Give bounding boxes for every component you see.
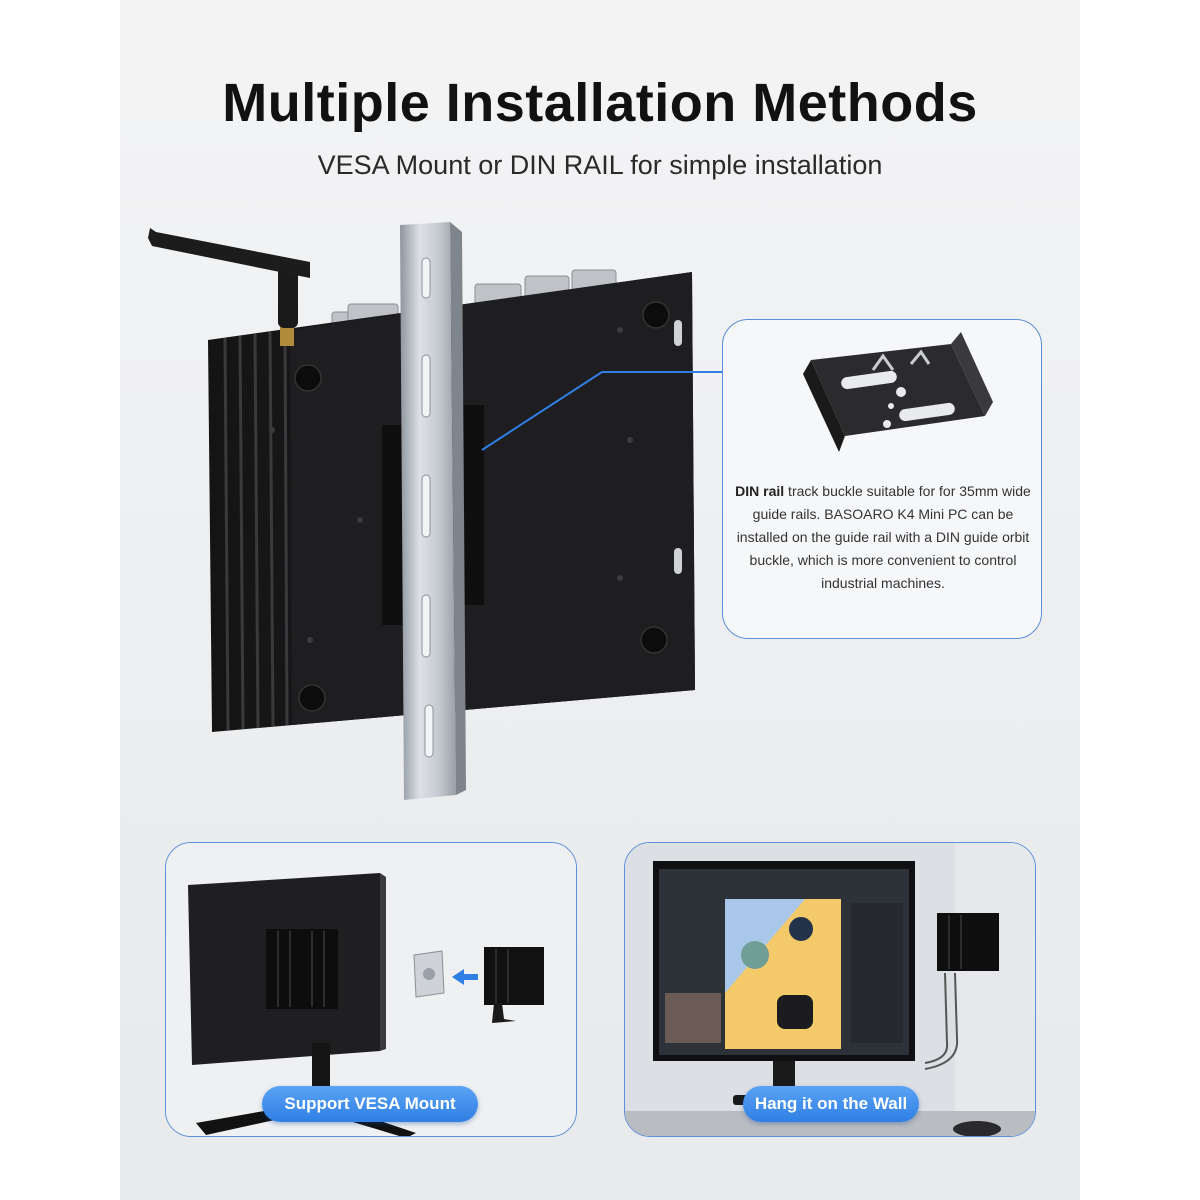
wall-mount-illustration (625, 843, 1035, 1136)
rubber-feet (294, 301, 670, 712)
hang-on-wall-label: Hang it on the Wall (743, 1086, 919, 1122)
callout-pointer-line (481, 371, 722, 451)
din-rail-lead: DIN rail (735, 483, 785, 499)
product-banner: Multiple Installation Methods VESA Mount… (120, 0, 1080, 1200)
din-rail-description: DIN rail track buckle suitable for for 3… (735, 480, 1031, 595)
page-subtitle: VESA Mount or DIN RAIL for simple instal… (317, 150, 883, 180)
wall-mount-panel: Hang it on the Wall (624, 842, 1036, 1137)
support-vesa-mount-label: Support VESA Mount (262, 1086, 478, 1122)
din-rail-callout: DIN rail track buckle suitable for for 3… (722, 319, 1042, 639)
page-title: Multiple Installation Methods (222, 73, 978, 133)
mini-pc-din-rail-illustration (148, 222, 722, 800)
vesa-arrow (452, 969, 478, 985)
antenna (148, 228, 310, 346)
heatsink-fins (223, 329, 289, 731)
din-rail-slots (421, 257, 434, 758)
din-bracket-image (803, 332, 993, 452)
din-rail-body: track buckle suitable for for 35mm wide … (736, 483, 1031, 591)
vesa-mount-panel: Support VESA Mount (165, 842, 577, 1137)
